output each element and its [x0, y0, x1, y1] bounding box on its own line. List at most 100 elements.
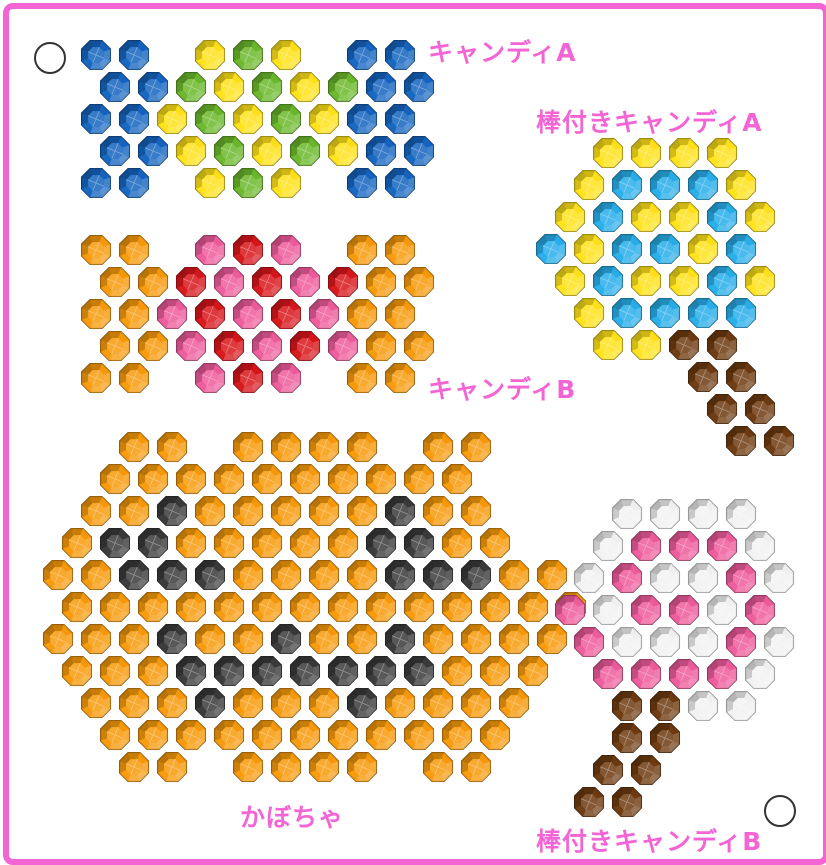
bead-icon — [632, 660, 661, 689]
bead-icon — [519, 593, 548, 622]
bead-icon — [386, 497, 415, 526]
bead-icon — [272, 41, 301, 70]
bead-icon — [575, 788, 604, 817]
bead-icon — [196, 689, 225, 718]
bead-icon — [481, 657, 510, 686]
bead-icon — [139, 73, 168, 102]
bead-icon — [272, 497, 301, 526]
bead-icon — [443, 529, 472, 558]
bead-icon — [177, 657, 206, 686]
bead-icon — [556, 203, 585, 232]
bead-icon — [101, 593, 130, 622]
bead-icon — [670, 267, 699, 296]
bead-icon — [462, 689, 491, 718]
bead-icon — [462, 497, 491, 526]
bead-icon — [348, 497, 377, 526]
bead-icon — [177, 268, 206, 297]
bead-icon — [82, 364, 111, 393]
bead-icon — [651, 299, 680, 328]
bead-icon — [670, 596, 699, 625]
bead-icon — [177, 529, 206, 558]
bead-icon — [329, 657, 358, 686]
bead-icon — [120, 689, 149, 718]
bead-icon — [575, 171, 604, 200]
bead-icon — [82, 236, 111, 265]
bead-icon — [367, 332, 396, 361]
bead-icon — [82, 169, 111, 198]
bead-icon — [613, 500, 642, 529]
bead-icon — [670, 532, 699, 561]
bead-icon — [120, 105, 149, 134]
bead-icon — [234, 236, 263, 265]
bead-icon — [120, 625, 149, 654]
bead-icon — [348, 169, 377, 198]
bead-icon — [101, 721, 130, 750]
bead-icon — [727, 628, 756, 657]
bead-icon — [139, 657, 168, 686]
bead-icon — [177, 465, 206, 494]
pumpkin-label: かぼちゃ — [240, 798, 344, 834]
bead-icon — [272, 433, 301, 462]
bead-icon — [272, 236, 301, 265]
bead-icon — [765, 628, 794, 657]
bead-icon — [708, 532, 737, 561]
bead-icon — [291, 137, 320, 166]
bead-icon — [234, 433, 263, 462]
bead-icon — [594, 203, 623, 232]
bead-icon — [481, 529, 510, 558]
bead-icon — [234, 169, 263, 198]
bead-icon — [82, 689, 111, 718]
bead-icon — [348, 300, 377, 329]
bead-icon — [291, 721, 320, 750]
bead-icon — [253, 465, 282, 494]
bead-icon — [215, 593, 244, 622]
bead-icon — [727, 171, 756, 200]
bead-icon — [708, 596, 737, 625]
bead-icon — [386, 105, 415, 134]
bead-icon — [727, 363, 756, 392]
bead-icon — [329, 593, 358, 622]
bead-icon — [158, 561, 187, 590]
bead-icon — [272, 105, 301, 134]
bead-icon — [253, 721, 282, 750]
bead-icon — [367, 657, 396, 686]
bead-icon — [481, 721, 510, 750]
bead-icon — [272, 561, 301, 590]
bead-icon — [348, 433, 377, 462]
bead-icon — [310, 433, 339, 462]
bead-icon — [538, 561, 567, 590]
bead-icon — [139, 593, 168, 622]
candy-b-label: キャンディB — [428, 370, 576, 406]
bead-icon — [727, 500, 756, 529]
bead-icon — [158, 753, 187, 782]
bead-icon — [291, 268, 320, 297]
bead-icon — [651, 564, 680, 593]
bead-icon — [139, 721, 168, 750]
bead-icon — [329, 137, 358, 166]
bead-icon — [348, 625, 377, 654]
bead-icon — [120, 236, 149, 265]
bead-icon — [613, 628, 642, 657]
bead-icon — [215, 73, 244, 102]
bead-icon — [746, 267, 775, 296]
bead-icon — [708, 139, 737, 168]
bead-icon — [367, 137, 396, 166]
bead-icon — [613, 788, 642, 817]
bead-icon — [405, 332, 434, 361]
bead-icon — [405, 721, 434, 750]
bead-icon — [708, 660, 737, 689]
bead-icon — [120, 561, 149, 590]
bead-icon — [272, 753, 301, 782]
bead-icon — [196, 497, 225, 526]
bead-icon — [177, 593, 206, 622]
bead-icon — [689, 692, 718, 721]
bead-icon — [386, 236, 415, 265]
bead-icon — [348, 561, 377, 590]
bead-icon — [746, 395, 775, 424]
bead-icon — [234, 561, 263, 590]
bead-icon — [177, 721, 206, 750]
bead-icon — [253, 137, 282, 166]
bead-icon — [101, 332, 130, 361]
bead-icon — [158, 300, 187, 329]
bead-icon — [670, 331, 699, 360]
